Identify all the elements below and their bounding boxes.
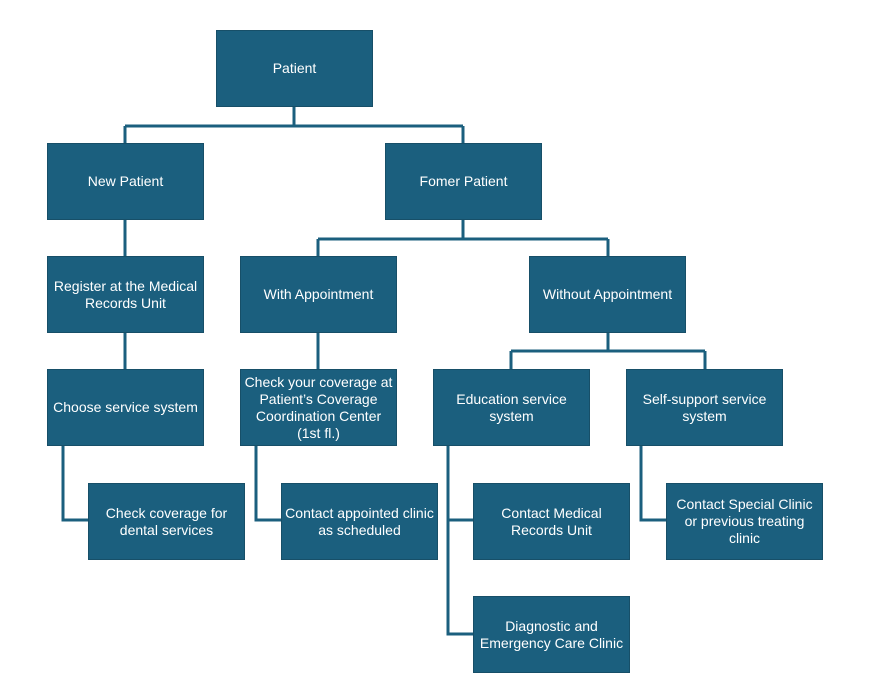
node-with-appointment-label: With Appointment bbox=[263, 286, 374, 302]
node-with-appointment: With Appointment bbox=[240, 256, 397, 333]
connector-without-children bbox=[509, 333, 707, 369]
node-check-coverage-center: Check your coverage at Patient’s Coverag… bbox=[240, 369, 397, 446]
connector-former-children bbox=[316, 220, 610, 256]
node-check-dental: Check coverage for dental services bbox=[88, 483, 245, 560]
node-contact-medical-records: Contact Medical Records Unit bbox=[473, 483, 630, 560]
node-new-patient: New Patient bbox=[47, 143, 204, 220]
connector-education-children bbox=[446, 446, 473, 636]
connector-choose-dental bbox=[61, 446, 88, 522]
node-self-support-service: Self-support service system bbox=[626, 369, 783, 446]
node-without-appointment-label: Without Appointment bbox=[542, 286, 673, 302]
node-register: Register at the Medical Records Unit bbox=[47, 256, 204, 333]
node-diagnostic-emergency-label: Diagnostic and Emergency Care Clinic bbox=[479, 617, 624, 651]
node-choose-service: Choose service system bbox=[47, 369, 204, 446]
node-self-support-service-label: Self-support service system bbox=[642, 390, 767, 424]
node-contact-special-clinic-label: Contact Special Clinic or previous treat… bbox=[676, 496, 813, 546]
node-contact-special-clinic: Contact Special Clinic or previous treat… bbox=[666, 483, 823, 560]
node-patient-label: Patient bbox=[272, 60, 317, 76]
node-contact-appointed: Contact appointed clinic as scheduled bbox=[281, 483, 438, 560]
node-former-patient: Fomer Patient bbox=[385, 143, 542, 220]
node-former-patient-label: Fomer Patient bbox=[419, 173, 508, 189]
connector-selfsupport-contact bbox=[639, 446, 666, 522]
connector-patient-children bbox=[123, 107, 465, 143]
node-contact-appointed-label: Contact appointed clinic as scheduled bbox=[285, 504, 434, 538]
node-new-patient-label: New Patient bbox=[87, 173, 164, 189]
node-education-service: Education service system bbox=[433, 369, 590, 446]
node-patient: Patient bbox=[216, 30, 373, 107]
node-education-service-label: Education service system bbox=[456, 390, 567, 424]
node-diagnostic-emergency: Diagnostic and Emergency Care Clinic bbox=[473, 596, 630, 673]
node-without-appointment: Without Appointment bbox=[529, 256, 686, 333]
connector-check-contact bbox=[254, 446, 281, 522]
node-check-dental-label: Check coverage for dental services bbox=[105, 504, 228, 538]
node-check-coverage-center-label: Check your coverage at Patient’s Coverag… bbox=[244, 373, 393, 441]
node-choose-service-label: Choose service system bbox=[53, 399, 198, 415]
node-register-label: Register at the Medical Records Unit bbox=[53, 277, 198, 311]
node-contact-medical-records-label: Contact Medical Records Unit bbox=[501, 504, 602, 538]
